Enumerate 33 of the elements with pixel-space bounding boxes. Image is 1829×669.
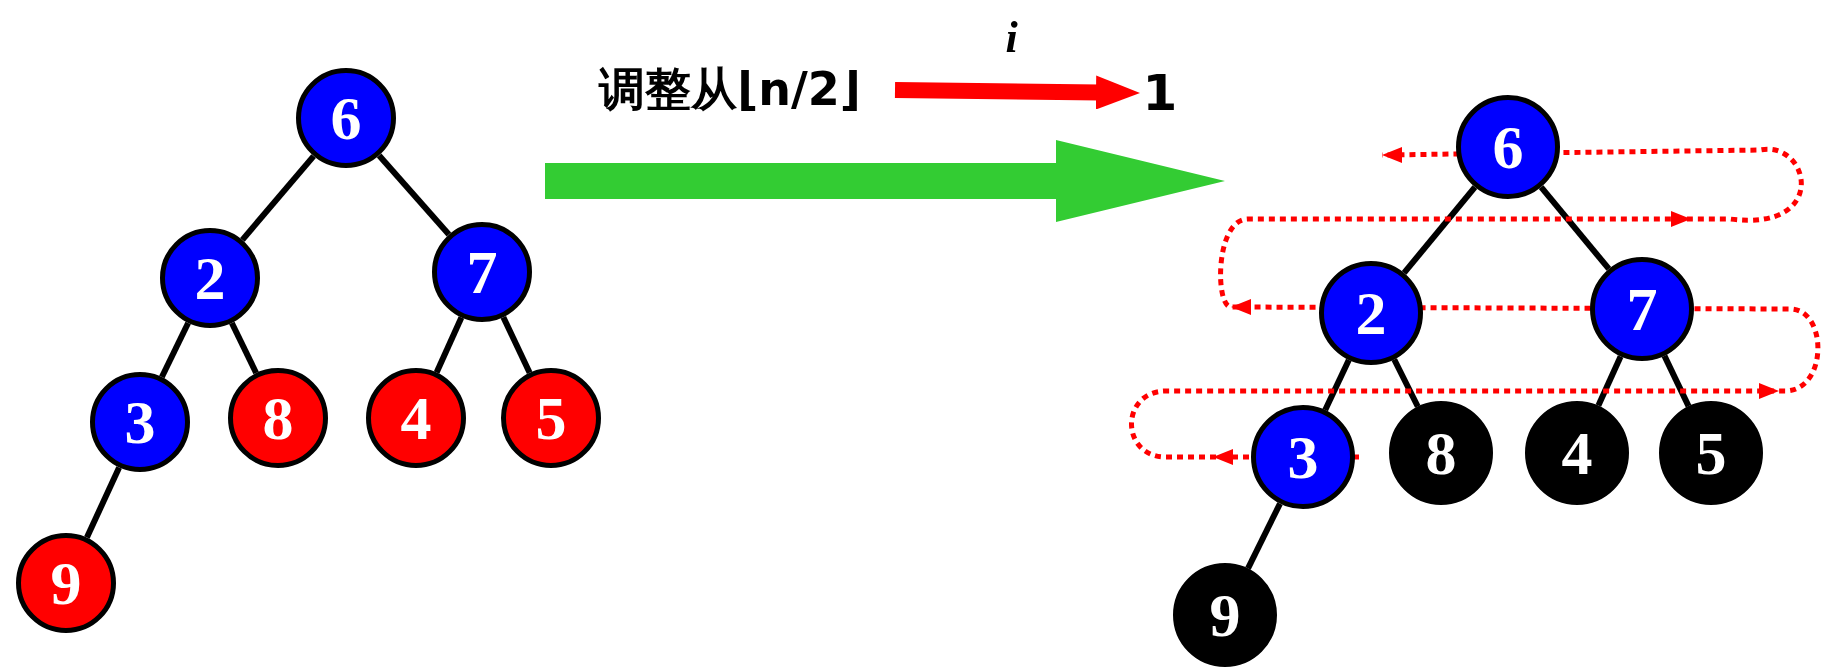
node-number: 5	[1695, 422, 1727, 484]
tree-edge	[84, 466, 122, 539]
tree-edge	[1595, 355, 1624, 407]
node-number: 6	[330, 87, 362, 149]
arrow	[894, 75, 1140, 110]
tree-edge	[1401, 185, 1478, 275]
node-number: 8	[1425, 422, 1457, 484]
tree-edge	[159, 321, 191, 379]
node-number: 7	[1626, 278, 1658, 340]
tree-edge	[1245, 502, 1283, 570]
tree-edge	[240, 154, 316, 242]
node-number: 9	[50, 552, 82, 614]
tree-edge	[1661, 354, 1692, 408]
node-number: 6	[1492, 116, 1524, 178]
node-number: 4	[400, 387, 432, 449]
node-number: 8	[262, 387, 294, 449]
tree-edge	[433, 316, 465, 374]
tree-edge	[500, 315, 533, 375]
node-number: 5	[535, 387, 567, 449]
tree-edge	[376, 153, 452, 237]
node-number: 2	[1355, 282, 1387, 344]
tree-edge	[1391, 358, 1421, 408]
tree-edge	[1322, 358, 1352, 412]
node-number: 2	[194, 247, 226, 309]
node-number: 9	[1209, 584, 1241, 646]
tree-edge	[1538, 185, 1612, 271]
step-text: 1	[1142, 64, 1178, 122]
step-text: 调整从⌊n/2⌋	[599, 61, 861, 118]
node-number: 3	[1287, 426, 1319, 488]
node-number: 7	[466, 241, 498, 303]
node-number: 3	[124, 391, 156, 453]
node-number: 4	[1561, 422, 1593, 484]
tree-edge	[229, 321, 259, 375]
